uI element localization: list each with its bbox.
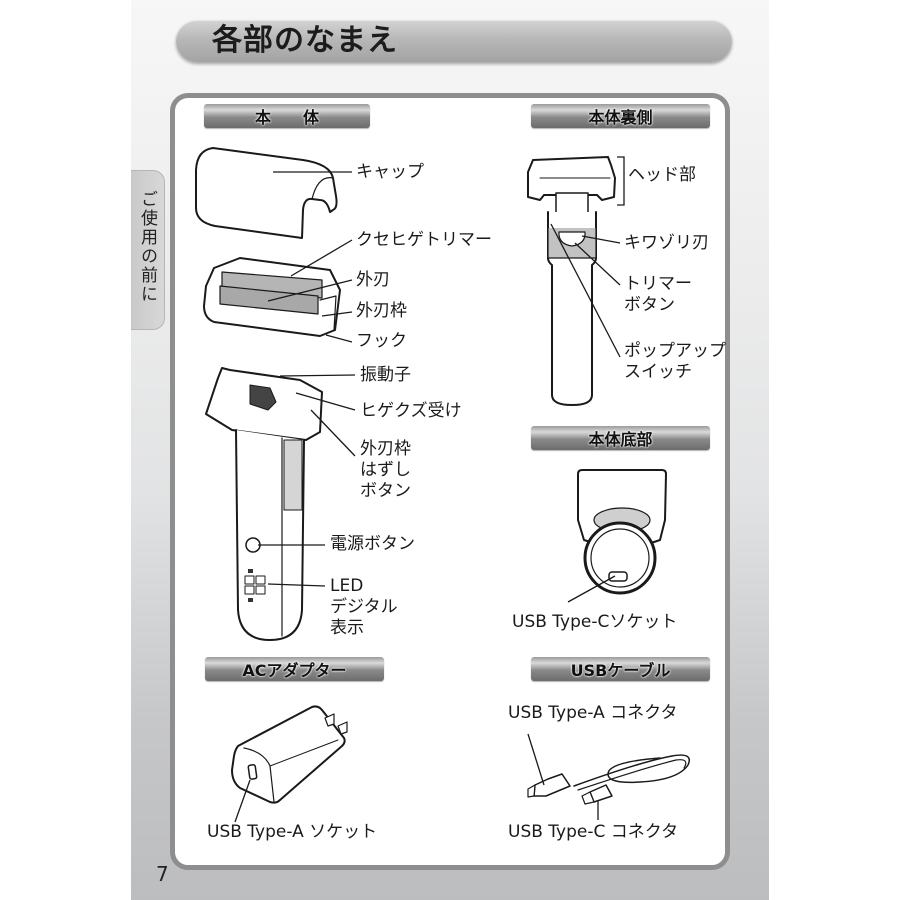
section-heading-usb-cable-label: USBケーブル bbox=[570, 661, 671, 680]
section-heading-body-back: 本体裏側 bbox=[531, 104, 710, 128]
section-heading-usb-cable: USBケーブル bbox=[531, 657, 710, 681]
label-popup-switch: ポップアップ スイッチ bbox=[624, 341, 726, 382]
cap-illustration bbox=[195, 147, 338, 239]
label-outer-blade-frame: 外刃枠 bbox=[356, 301, 407, 321]
leader-lines bbox=[234, 156, 625, 823]
label-hair-catcher: ヒゲクズ受け bbox=[360, 401, 462, 421]
label-head: ヘッド部 bbox=[628, 165, 696, 185]
section-heading-body-bottom-label: 本体底部 bbox=[588, 430, 653, 449]
section-heading-body: 本 体 bbox=[204, 104, 370, 128]
title-banner bbox=[176, 20, 732, 62]
side-tab bbox=[131, 170, 165, 330]
label-hook: フック bbox=[356, 331, 407, 351]
page-number: 7 bbox=[156, 862, 169, 886]
shaver-back-illustration bbox=[527, 156, 616, 406]
label-power-button: 電源ボタン bbox=[330, 534, 415, 554]
label-usb-c-connector: USB Type-C コネクタ bbox=[508, 822, 679, 842]
side-tab-label: ご使用の前に bbox=[137, 190, 157, 304]
label-vibrator: 振動子 bbox=[360, 365, 411, 385]
section-heading-ac-adapter: ACアダプター bbox=[205, 657, 384, 681]
label-cap: キャップ bbox=[356, 162, 424, 182]
section-heading-ac-adapter-label: ACアダプター bbox=[242, 661, 347, 680]
shaver-bottom-illustration bbox=[577, 469, 667, 595]
label-trimmer-button: トリマー ボタン bbox=[624, 274, 692, 315]
label-usb-a-connector: USB Type-A コネクタ bbox=[508, 703, 678, 723]
label-edge-blade: キワゾリ刃 bbox=[624, 233, 709, 253]
section-heading-body-back-label: 本体裏側 bbox=[588, 108, 653, 127]
ac-adapter-illustration bbox=[231, 705, 348, 804]
label-usb-c-socket: USB Type-Cソケット bbox=[512, 612, 678, 632]
usb-cable-illustration bbox=[527, 754, 690, 805]
page-title: 各部のなまえ bbox=[212, 23, 398, 58]
label-usb-a-socket: USB Type-A ソケット bbox=[207, 822, 378, 842]
label-frame-release-button: 外刃枠 はずし ボタン bbox=[360, 439, 411, 501]
section-heading-body-bottom: 本体底部 bbox=[531, 426, 710, 450]
label-outer-blade: 外刃 bbox=[356, 270, 390, 290]
label-trimmer: クセヒゲトリマー bbox=[356, 230, 492, 250]
label-led-display: LED デジタル 表示 bbox=[330, 576, 398, 638]
shaver-body-illustration bbox=[205, 367, 323, 641]
section-heading-body-label: 本 体 bbox=[254, 108, 319, 127]
blade-head-illustration bbox=[203, 257, 341, 337]
